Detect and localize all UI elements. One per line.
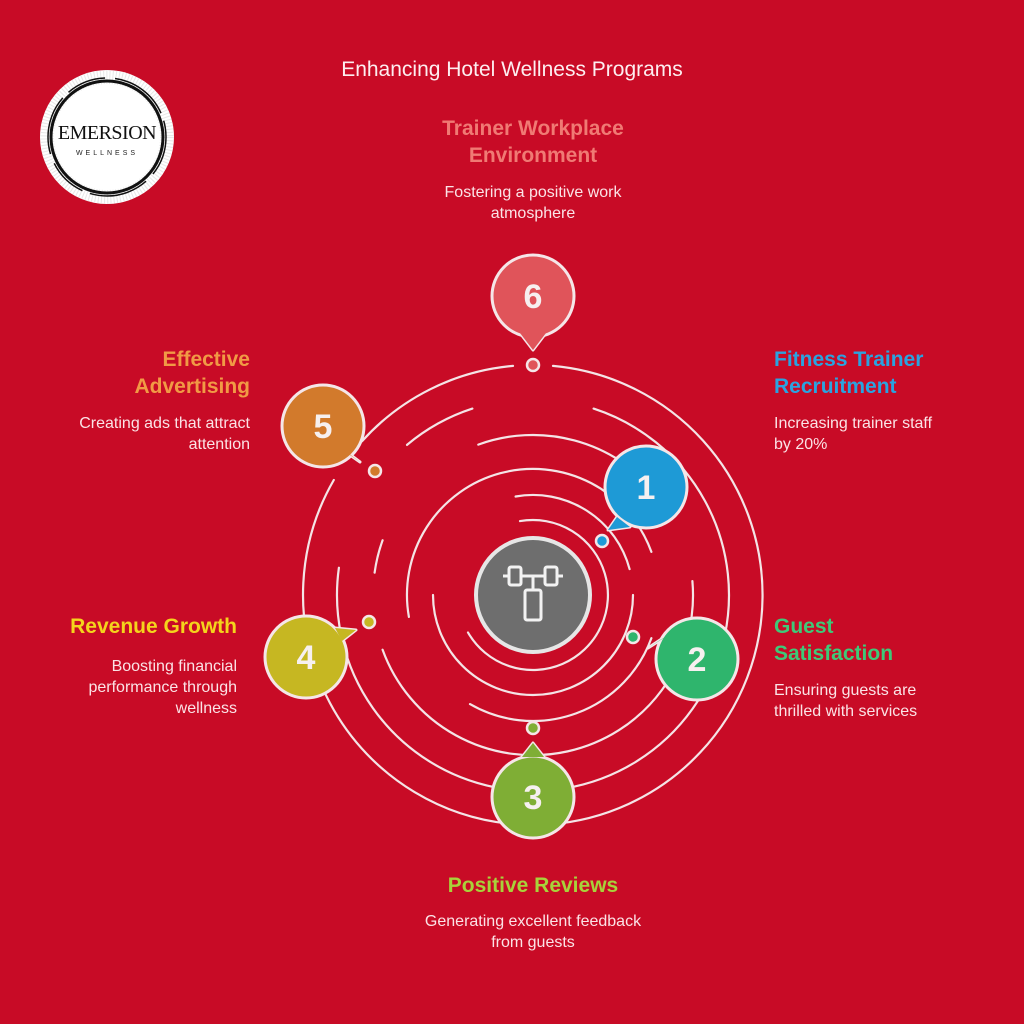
step-3-description: Generating excellent feedback from guests <box>372 911 694 953</box>
step-3-bubble: 3 <box>490 741 576 840</box>
ring-arc <box>301 478 519 826</box>
step-6-marker <box>525 357 541 373</box>
logo-ring-icon <box>40 70 174 204</box>
description-line: by 20% <box>774 436 828 453</box>
step-1-number: 1 <box>637 469 656 507</box>
ring-arc <box>431 593 635 697</box>
step-markers <box>361 357 641 736</box>
emersion-wellness-logo: EMERSION WELLNESS <box>40 70 174 204</box>
step-5-marker <box>367 463 383 479</box>
center-hub <box>474 536 592 654</box>
step-3-marker <box>525 720 541 736</box>
description-line: from guests <box>491 934 575 951</box>
step-5-description: Creating ads that attract attention <box>40 413 250 455</box>
title-line: Guest <box>774 615 834 638</box>
description-line: performance through <box>88 679 237 696</box>
description-line: Fostering a positive work <box>444 184 622 201</box>
logo-subtitle: WELLNESS <box>75 150 139 157</box>
gym-machine-icon <box>503 565 563 622</box>
step-1-bubble: 1 <box>603 444 689 532</box>
ring-arc <box>466 518 609 672</box>
ring-arc <box>468 637 653 723</box>
ring-arc <box>373 539 384 574</box>
title-line: Environment <box>468 144 598 167</box>
step-5-number: 5 <box>314 408 333 446</box>
description-line: Creating ads that attract <box>79 415 250 432</box>
ring-arc <box>361 364 515 443</box>
step-4-marker <box>361 614 377 630</box>
step-2-number: 2 <box>688 641 707 679</box>
step-4-description: Boosting financial performance through wel… <box>40 656 237 719</box>
ring-arc <box>547 364 764 826</box>
title-line: Fitness Trainer <box>774 348 924 371</box>
ring-arc <box>405 407 474 446</box>
step-4-bubble: 4 <box>263 614 358 700</box>
step-4-title: Revenue Growth <box>40 613 237 640</box>
description-line: Increasing trainer staff <box>774 415 933 432</box>
title-line: Trainer Workplace <box>442 117 624 140</box>
step-6-bubble: 6 <box>490 253 576 352</box>
step-3-number: 3 <box>524 779 543 817</box>
description-line: Generating excellent feedback <box>424 913 642 930</box>
step-5-bubble: 5 <box>280 383 366 469</box>
title-line: Effective <box>162 348 250 371</box>
title-line: Positive Reviews <box>447 874 619 897</box>
step-6-number: 6 <box>524 278 543 316</box>
title-line: Recruitment <box>774 375 897 398</box>
step-bubbles: 1 2 3 4 5 6 <box>263 253 740 840</box>
concentric-rings <box>301 364 764 826</box>
step-2-bubble: 2 <box>646 616 740 702</box>
step-2-description: Ensuring guests are thrilled with service… <box>774 680 974 722</box>
ring-arc <box>335 407 731 793</box>
step-1-marker <box>594 533 610 549</box>
ring-arc <box>514 493 631 571</box>
description-line: wellness <box>175 700 237 717</box>
title-line: Advertising <box>134 375 250 398</box>
description-line: Ensuring guests are <box>774 682 917 699</box>
diagram-title: Enhancing Hotel Wellness Programs <box>341 58 683 81</box>
description-line: Boosting financial <box>111 658 237 675</box>
description-line: attention <box>188 436 250 453</box>
title-line: Satisfaction <box>774 642 894 665</box>
step-6-description: Fostering a positive work atmosphere <box>372 182 694 224</box>
title-line: Revenue Growth <box>70 615 237 638</box>
step-4-number: 4 <box>297 639 316 677</box>
step-3-title: Positive Reviews <box>372 872 694 899</box>
logo-name: EMERSION <box>57 122 157 144</box>
description-line: atmosphere <box>490 205 576 222</box>
description-line: thrilled with services <box>774 703 918 720</box>
step-2-marker <box>625 629 641 645</box>
center-circle <box>474 536 592 654</box>
step-1-description: Increasing trainer staff by 20% <box>774 413 974 455</box>
